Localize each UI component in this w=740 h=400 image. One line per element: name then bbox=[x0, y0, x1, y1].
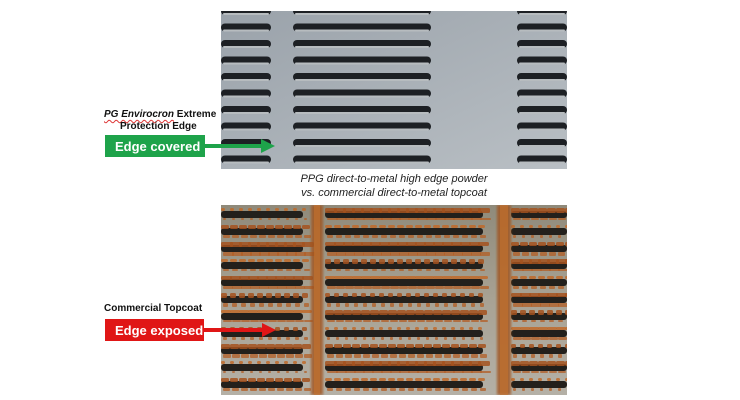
tag-edge-exposed: Edge exposed bbox=[105, 319, 204, 341]
powder-coated-grille-image bbox=[221, 11, 567, 169]
arrow-right-icon bbox=[204, 323, 276, 337]
caption-line-2: vs. commercial direct-to-metal topcoat bbox=[301, 187, 487, 199]
label-brand: PG Envirocron bbox=[104, 109, 175, 120]
photo-edge-exposed bbox=[221, 205, 567, 395]
label-line2: Protection Edge bbox=[120, 121, 197, 132]
arrow-right-icon bbox=[205, 139, 275, 153]
tag-edge-covered: Edge covered bbox=[105, 135, 205, 157]
label-commercial-topcoat: Commercial Topcoat bbox=[104, 303, 203, 314]
label-ppg-envirocron: PG Envirocron Extreme Protection Edge bbox=[104, 109, 222, 133]
label-brand-suffix: Extreme bbox=[174, 109, 217, 120]
photo-edge-covered bbox=[221, 11, 567, 169]
comparison-caption: PPG direct-to-metal high edge powder vs.… bbox=[221, 172, 567, 200]
caption-line-1: PPG direct-to-metal high edge powder bbox=[300, 173, 488, 185]
rusted-grille-image bbox=[221, 205, 567, 395]
